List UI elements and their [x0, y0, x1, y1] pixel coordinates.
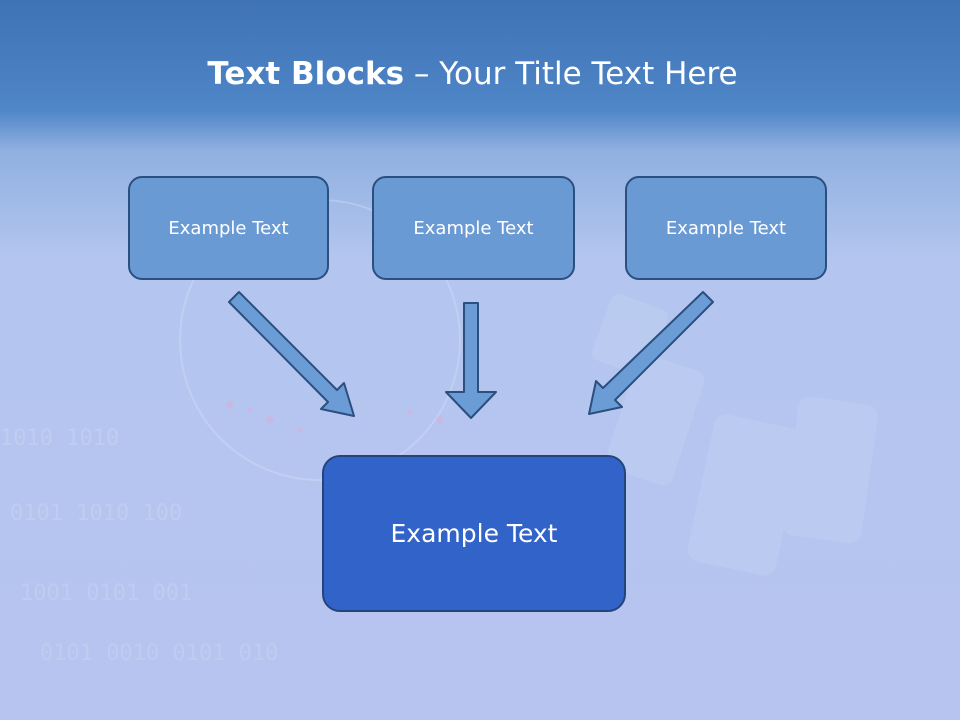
title-regular-part: Your Title Text Here: [439, 56, 738, 92]
svg-text:1001 0101 001: 1001 0101 001: [20, 581, 192, 606]
text-block-right[interactable]: Example Text: [625, 176, 827, 280]
slide-title: Text Blocks – Your Title Text Here: [0, 52, 945, 96]
text-block-bottom-label: Example Text: [390, 519, 558, 548]
text-block-middle-label: Example Text: [413, 217, 534, 239]
svg-text:1010 1010: 1010 1010: [0, 426, 119, 451]
text-block-bottom[interactable]: Example Text: [322, 455, 626, 612]
text-block-right-label: Example Text: [665, 217, 787, 239]
title-dash: –: [404, 56, 440, 92]
arrow-right-to-center[interactable]: [588, 291, 714, 415]
arrow-left-to-center[interactable]: [228, 291, 355, 417]
arrow-middle-to-center[interactable]: [445, 302, 497, 419]
text-block-left[interactable]: Example Text: [128, 176, 329, 280]
text-block-left-label: Example Text: [168, 217, 289, 239]
svg-text:0101 0010 0101 010: 0101 0010 0101 010: [40, 641, 278, 666]
title-bold-part: Text Blocks: [207, 56, 405, 92]
svg-text:0101 1010 100: 0101 1010 100: [10, 501, 182, 526]
text-block-middle[interactable]: Example Text: [372, 176, 575, 280]
